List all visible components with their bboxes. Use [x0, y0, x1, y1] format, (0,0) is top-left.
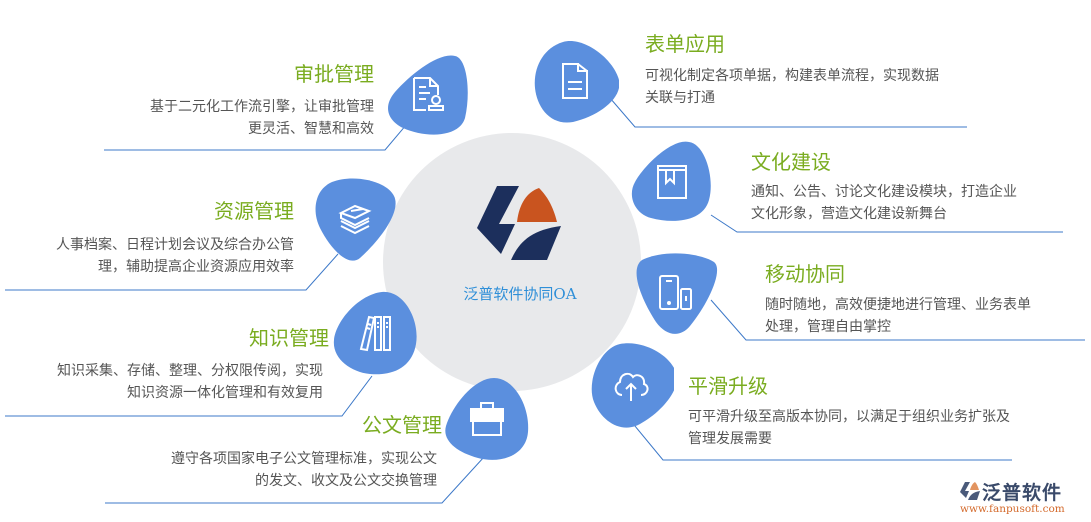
module-documents-title: 公文管理: [362, 413, 442, 437]
module-documents-blob[interactable]: [444, 376, 530, 462]
stacked-books-icon: [338, 204, 372, 235]
module-culture-desc: 通知、公告、讨论文化建设模块，打造企业 文化形象，营造文化建设新舞台: [751, 184, 1017, 222]
module-knowledge-title: 知识管理: [249, 326, 329, 350]
connector-upgrade: [629, 419, 1012, 461]
module-approval-title: 审批管理: [294, 62, 374, 86]
connector-forms: [609, 97, 967, 128]
fanpu-logo-icon: [477, 186, 561, 260]
module-upgrade-desc: 可平滑升级至高版本协同，以满足于组织业务扩张及 管理发展需要: [688, 409, 1010, 447]
center-circle: [383, 133, 641, 391]
module-mobile-desc: 随时随地，高效便捷地进行管理、业务表单 处理，管理自由掌控: [765, 297, 1031, 335]
module-documents-desc: 遵守各项国家电子公文管理标准，实现公文 的发文、收文及公文交换管理: [171, 451, 437, 489]
module-resources-title: 资源管理: [214, 199, 294, 223]
bookmark-book-icon: [657, 165, 687, 199]
form-document-icon: [562, 63, 588, 99]
connector-documents: [105, 456, 485, 504]
brand-logo-icon: [960, 482, 980, 500]
module-mobile-blob[interactable]: [632, 250, 718, 336]
center-title: 泛普软件协同OA: [463, 285, 577, 303]
module-forms-blob[interactable]: [533, 38, 619, 124]
module-forms-title: 表单应用: [645, 32, 725, 56]
brand-name: 泛普软件: [982, 482, 1063, 504]
module-approval-desc: 基于二元化工作流引擎，让审批管理 更灵活、智慧和高效: [150, 99, 374, 137]
connector-resources: [5, 253, 339, 291]
briefcase-icon: [470, 402, 504, 436]
module-upgrade-blob[interactable]: [588, 342, 674, 428]
connector-knowledge: [5, 375, 373, 417]
module-culture-title: 文化建设: [751, 150, 831, 174]
cloud-upload-icon: [614, 372, 649, 401]
module-approval-blob[interactable]: [385, 52, 471, 138]
module-culture-blob[interactable]: [629, 138, 715, 224]
brand-url[interactable]: www.fanpusoft.com: [960, 503, 1065, 515]
module-knowledge-desc: 知识采集、存储、整理、分权限传阅，实现 知识资源一体化管理和有效复用: [57, 363, 323, 401]
connector-approval: [104, 117, 413, 151]
module-forms-desc: 可视化制定各项单据，构建表单流程，实现数据 关联与打通: [645, 68, 939, 106]
module-upgrade-title: 平滑升级: [688, 374, 768, 398]
document-stamp-icon: [413, 77, 444, 111]
mobile-devices-icon: [659, 275, 692, 310]
module-knowledge-blob[interactable]: [332, 290, 418, 376]
module-resources-blob[interactable]: [312, 176, 398, 262]
binders-icon: [359, 315, 391, 352]
connector-culture: [710, 214, 1063, 233]
connector-mobile: [710, 299, 1085, 341]
module-mobile-title: 移动协同: [765, 262, 845, 286]
module-resources-desc: 人事档案、日程计划会议及综合办公管 理，辅助提高企业资源应用效率: [56, 237, 294, 275]
